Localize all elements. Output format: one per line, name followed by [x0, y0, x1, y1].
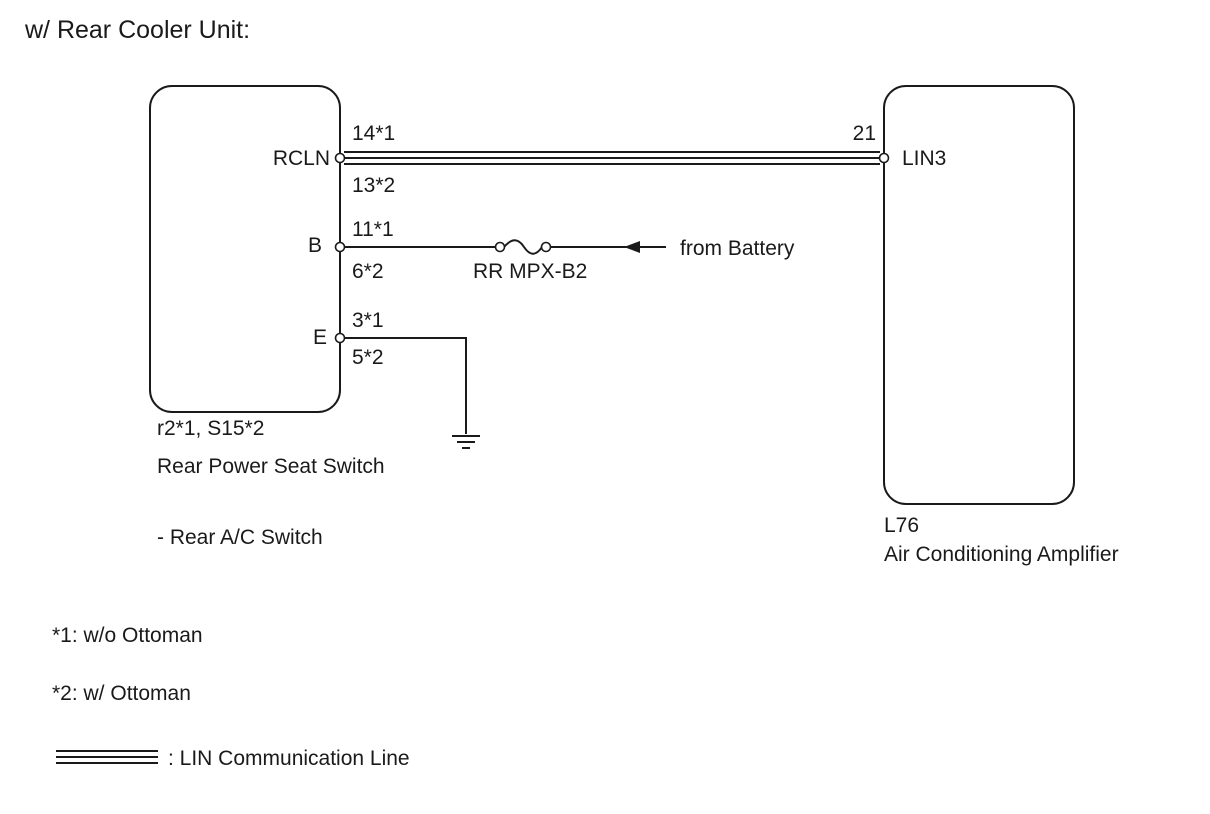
- note-2: *2: w/ Ottoman: [52, 682, 191, 705]
- terminal-11-1: 11*1: [352, 218, 394, 241]
- right-component-name: Air Conditioning Amplifier: [884, 543, 1119, 566]
- pin-lin3: [878, 152, 890, 164]
- terminal-13-2: 13*2: [352, 174, 395, 197]
- right-connector-code: L76: [884, 514, 919, 537]
- terminal-5-2: 5*2: [352, 346, 384, 369]
- lin-communication-wire: [344, 151, 880, 165]
- ground-wire: [344, 337, 467, 434]
- fuse-terminal-right: [540, 241, 552, 253]
- pin-b: [334, 241, 346, 253]
- left-component-subname: - Rear A/C Switch: [157, 526, 323, 549]
- pin-label-b: B: [308, 234, 322, 257]
- air-conditioning-amplifier-box: [883, 85, 1075, 505]
- pin-label-rcln: RCLN: [273, 147, 330, 170]
- left-connector-code: r2*1, S15*2: [157, 417, 264, 440]
- fuse-terminal-left: [494, 241, 506, 253]
- terminal-3-1: 3*1: [352, 309, 384, 332]
- from-battery-label: from Battery: [680, 237, 795, 260]
- lin-line-legend-symbol: [56, 750, 158, 764]
- note-1: *1: w/o Ottoman: [52, 624, 203, 647]
- left-component-name: Rear Power Seat Switch: [157, 455, 385, 478]
- terminal-21: 21: [853, 122, 876, 145]
- pin-e: [334, 332, 346, 344]
- fuse-label: RR MPX-B2: [473, 260, 587, 283]
- ground-icon: [452, 435, 480, 449]
- diagram-title: w/ Rear Cooler Unit:: [24, 16, 250, 44]
- legend-lin-label: : LIN Communication Line: [168, 747, 410, 770]
- pin-rcln: [334, 152, 346, 164]
- pin-label-lin3: LIN3: [902, 147, 946, 170]
- arrow-left-icon: [624, 241, 640, 253]
- terminal-6-2: 6*2: [352, 260, 384, 283]
- terminal-14-1: 14*1: [352, 122, 395, 145]
- power-wire: [344, 239, 666, 255]
- pin-label-e: E: [313, 326, 327, 349]
